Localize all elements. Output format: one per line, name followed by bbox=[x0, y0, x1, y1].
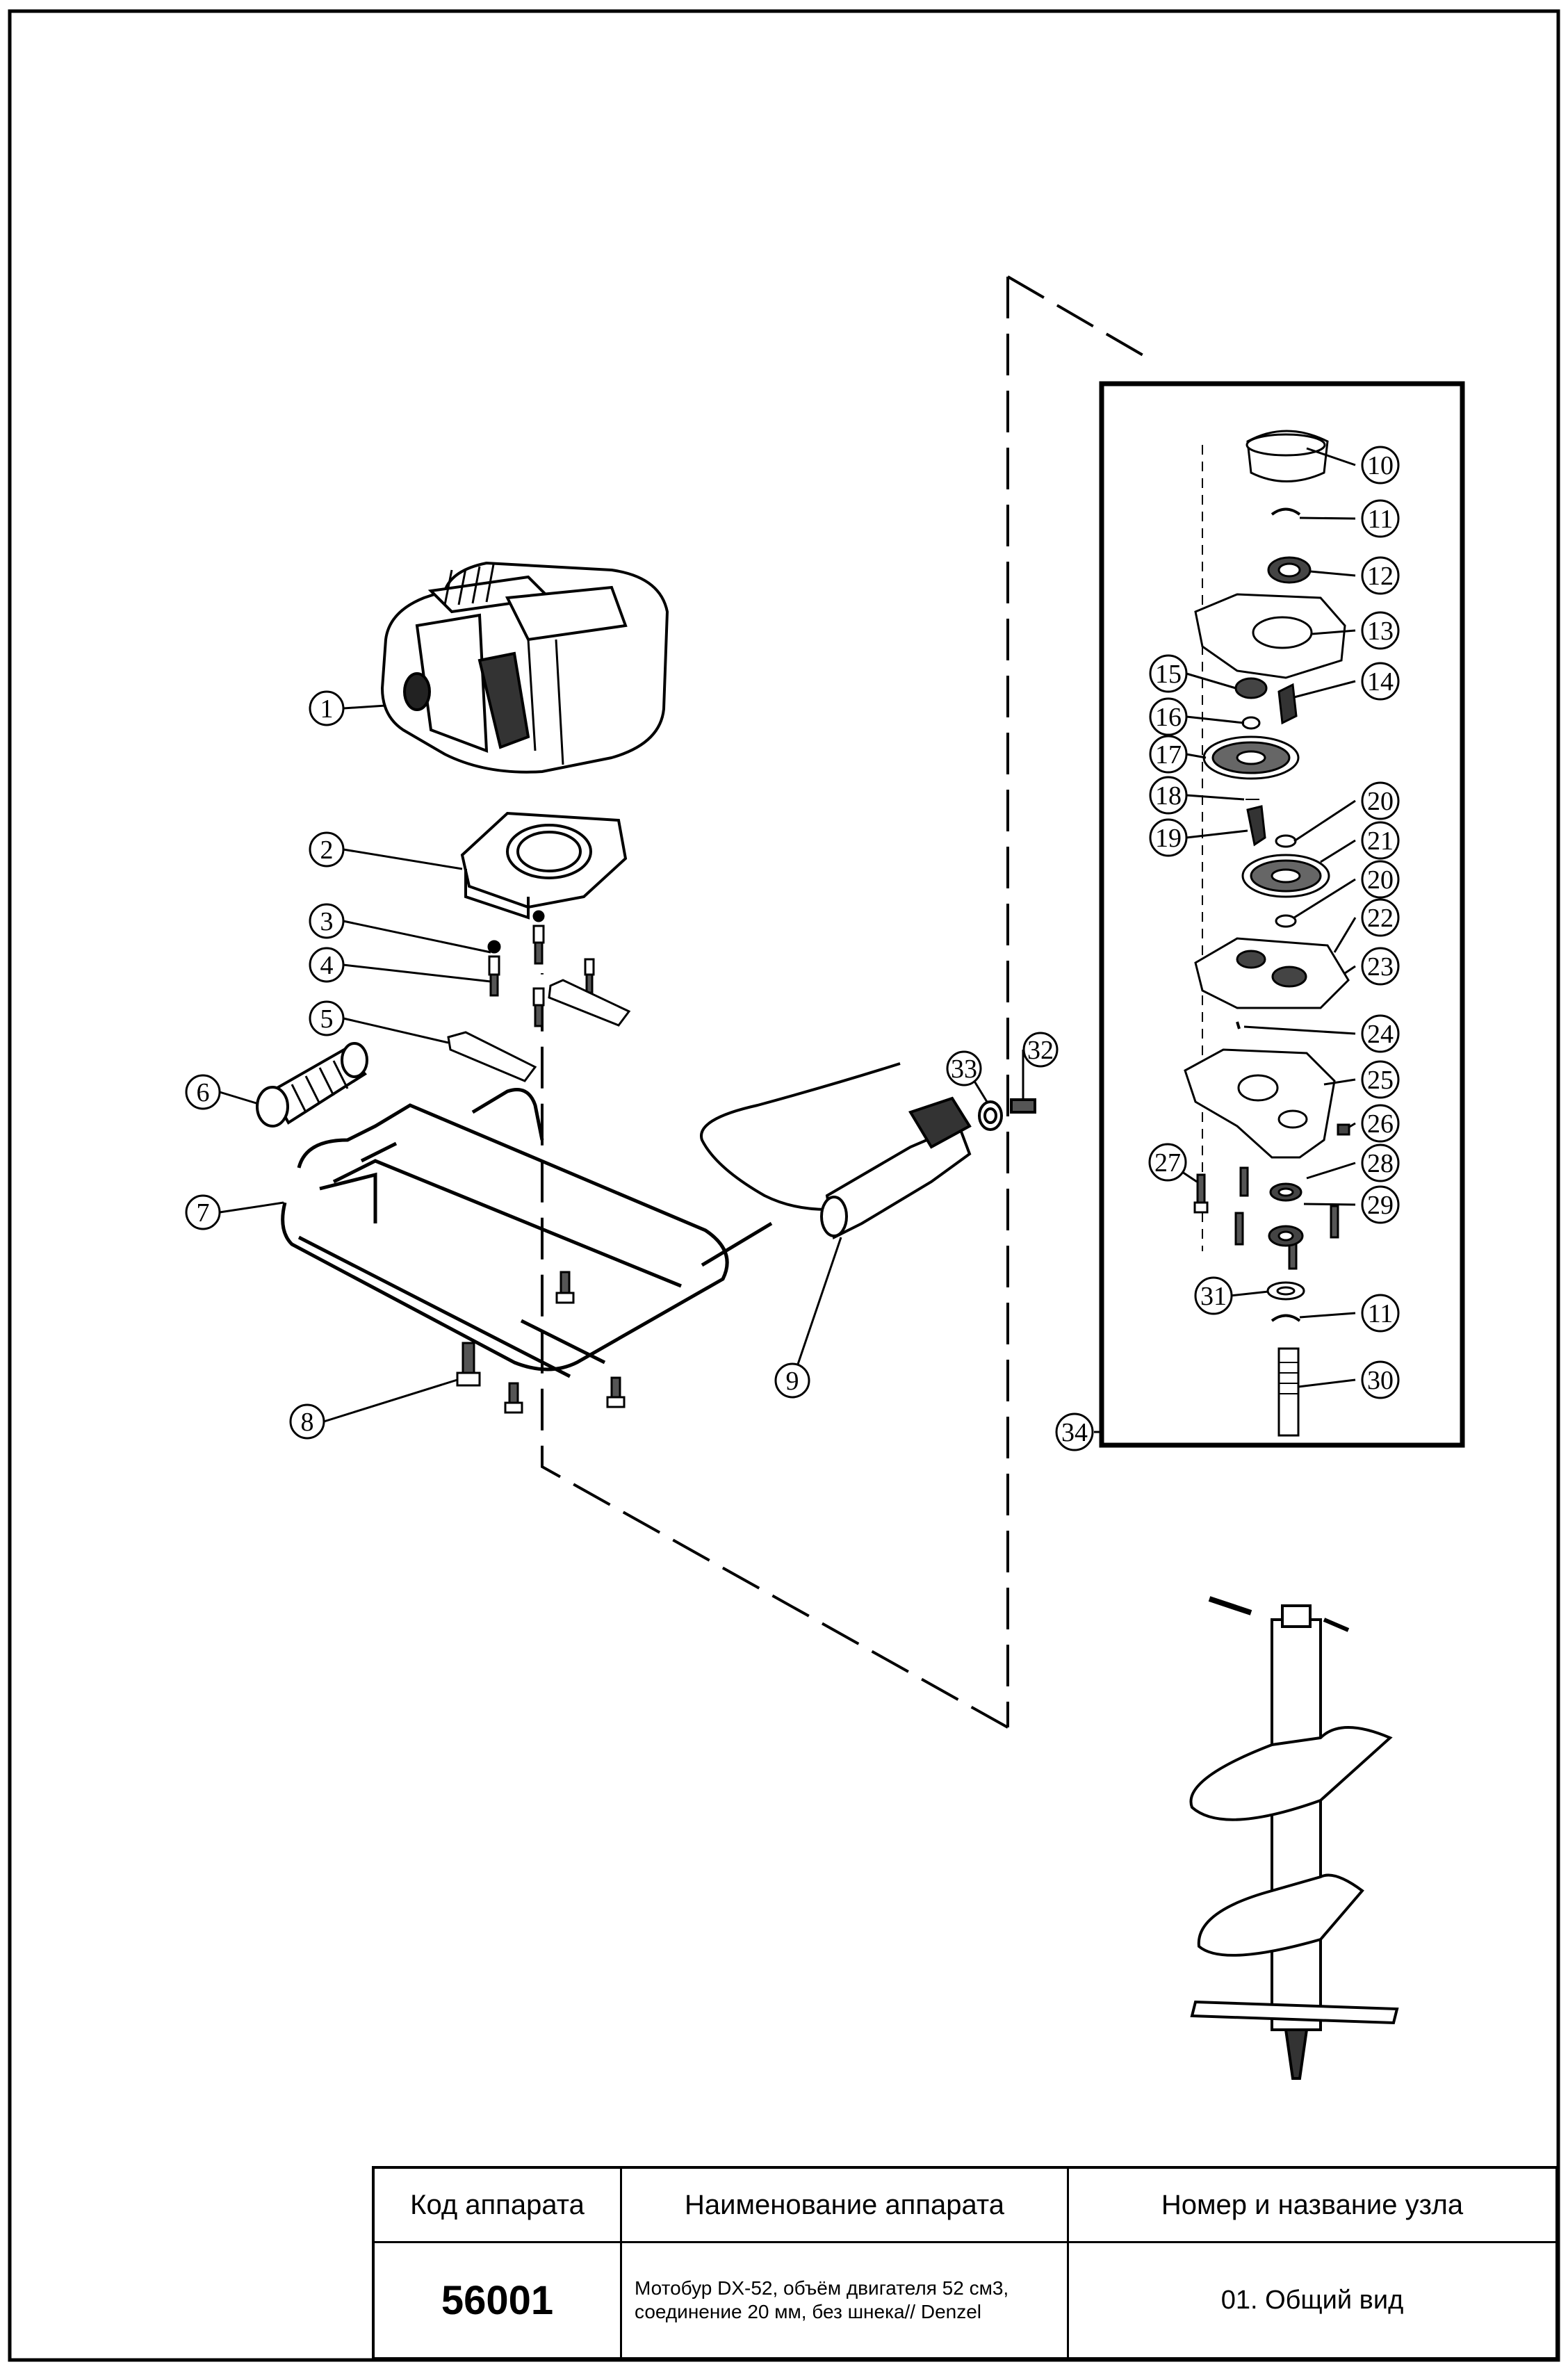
callout-15: 15 bbox=[1149, 654, 1188, 693]
svg-text:19: 19 bbox=[1155, 824, 1182, 853]
callout-11a: 11 bbox=[1361, 499, 1400, 538]
svg-text:28: 28 bbox=[1367, 1149, 1394, 1178]
callout-20b: 20 bbox=[1361, 860, 1400, 899]
spacer-bars-drawing bbox=[447, 979, 631, 1082]
node-name: 01. Общий вид bbox=[1220, 2285, 1404, 2315]
machine-name-line1: Мотобур DX-52, объём двигателя 52 см3, bbox=[635, 2277, 1009, 2299]
svg-text:9: 9 bbox=[786, 1367, 799, 1396]
svg-text:26: 26 bbox=[1367, 1109, 1394, 1139]
svg-text:21: 21 bbox=[1367, 827, 1394, 856]
svg-text:20: 20 bbox=[1367, 787, 1394, 816]
svg-text:17: 17 bbox=[1155, 740, 1182, 770]
callout-24: 24 bbox=[1361, 1014, 1400, 1053]
callout-30: 30 bbox=[1361, 1360, 1400, 1399]
header-code: Код аппарата bbox=[375, 2169, 622, 2243]
callout-22: 22 bbox=[1361, 898, 1400, 937]
svg-text:27: 27 bbox=[1154, 1148, 1181, 1178]
frame-bolts-drawing bbox=[456, 1271, 626, 1414]
callout-19: 19 bbox=[1149, 818, 1188, 857]
svg-text:14: 14 bbox=[1367, 667, 1394, 697]
svg-text:13: 13 bbox=[1367, 617, 1394, 646]
svg-text:6: 6 bbox=[197, 1078, 210, 1107]
sheet-frame bbox=[8, 9, 1560, 2362]
callout-28: 28 bbox=[1361, 1143, 1400, 1182]
svg-text:31: 31 bbox=[1200, 1282, 1227, 1311]
svg-text:20: 20 bbox=[1367, 865, 1394, 895]
svg-text:10: 10 bbox=[1367, 451, 1394, 480]
svg-text:7: 7 bbox=[197, 1198, 210, 1228]
machine-code: 56001 bbox=[375, 2243, 622, 2357]
callout-2: 2 bbox=[309, 831, 345, 868]
machine-name: Мотобур DX-52, объём двигателя 52 см3, с… bbox=[622, 2243, 1069, 2357]
svg-text:5: 5 bbox=[320, 1004, 334, 1034]
callout-32: 32 bbox=[1022, 1032, 1059, 1068]
callout-11b: 11 bbox=[1361, 1294, 1400, 1333]
callout-17: 17 bbox=[1149, 735, 1188, 774]
callout-9: 9 bbox=[774, 1362, 810, 1399]
callout-1: 1 bbox=[309, 690, 345, 726]
svg-text:24: 24 bbox=[1367, 1020, 1394, 1049]
header-node: Номер и название узла bbox=[1069, 2169, 1555, 2243]
svg-text:23: 23 bbox=[1367, 952, 1394, 982]
callout-6: 6 bbox=[185, 1074, 221, 1110]
svg-text:4: 4 bbox=[320, 951, 334, 980]
engine-drawing bbox=[380, 561, 669, 774]
title-block: Код аппарата Наименование аппарата Номер… bbox=[372, 2166, 1558, 2360]
gearbox-parts-drawing bbox=[1184, 430, 1350, 1437]
callout-12: 12 bbox=[1361, 556, 1400, 595]
callout-33: 33 bbox=[946, 1050, 982, 1086]
svg-text:8: 8 bbox=[301, 1408, 314, 1437]
gearbox-inset-frame bbox=[1099, 381, 1465, 1448]
callout-20a: 20 bbox=[1361, 781, 1400, 820]
mount-screws-drawing bbox=[487, 910, 595, 1027]
svg-text:34: 34 bbox=[1061, 1418, 1088, 1447]
callout-3: 3 bbox=[309, 903, 345, 939]
svg-text:12: 12 bbox=[1367, 562, 1394, 591]
callout-leaders bbox=[219, 447, 1357, 1433]
svg-text:25: 25 bbox=[1367, 1066, 1394, 1095]
callout-14: 14 bbox=[1361, 662, 1400, 701]
machine-name-line2: соединение 20 мм, без шнека// Denzel bbox=[635, 2301, 982, 2322]
svg-text:18: 18 bbox=[1155, 781, 1182, 811]
tubular-frame-drawing bbox=[281, 1088, 773, 1378]
callout-5: 5 bbox=[309, 1000, 345, 1036]
callout-16: 16 bbox=[1149, 697, 1188, 736]
throttle-handle-drawing bbox=[700, 1062, 972, 1239]
svg-text:11: 11 bbox=[1368, 505, 1394, 534]
svg-text:16: 16 bbox=[1155, 703, 1182, 732]
svg-text:3: 3 bbox=[320, 907, 334, 936]
callout-7: 7 bbox=[185, 1194, 221, 1230]
svg-text:30: 30 bbox=[1367, 1366, 1394, 1395]
svg-text:2: 2 bbox=[320, 836, 334, 865]
svg-text:11: 11 bbox=[1368, 1299, 1394, 1328]
callout-13: 13 bbox=[1361, 611, 1400, 650]
callout-18: 18 bbox=[1149, 776, 1188, 815]
callout-4: 4 bbox=[309, 947, 345, 983]
callout-23: 23 bbox=[1361, 947, 1400, 986]
auger-drawing bbox=[1189, 1596, 1399, 2080]
callout-26: 26 bbox=[1361, 1104, 1400, 1143]
callout-29: 29 bbox=[1361, 1185, 1400, 1224]
callout-8: 8 bbox=[289, 1403, 325, 1440]
callout-27: 27 bbox=[1148, 1143, 1187, 1182]
svg-text:1: 1 bbox=[320, 694, 334, 724]
handle-grip-drawing bbox=[256, 1042, 368, 1127]
header-name: Наименование аппарата bbox=[622, 2169, 1069, 2243]
svg-text:15: 15 bbox=[1155, 660, 1182, 689]
svg-text:29: 29 bbox=[1367, 1191, 1394, 1220]
svg-text:32: 32 bbox=[1027, 1036, 1054, 1065]
callout-21: 21 bbox=[1361, 821, 1400, 860]
callout-25: 25 bbox=[1361, 1060, 1400, 1099]
svg-text:22: 22 bbox=[1367, 904, 1394, 933]
callout-10: 10 bbox=[1361, 446, 1400, 485]
base-plate-drawing bbox=[460, 811, 628, 920]
cable-fittings-drawing bbox=[978, 1098, 1036, 1131]
callout-34: 34 bbox=[1055, 1413, 1094, 1451]
svg-text:33: 33 bbox=[951, 1055, 977, 1084]
callout-31: 31 bbox=[1194, 1276, 1233, 1315]
